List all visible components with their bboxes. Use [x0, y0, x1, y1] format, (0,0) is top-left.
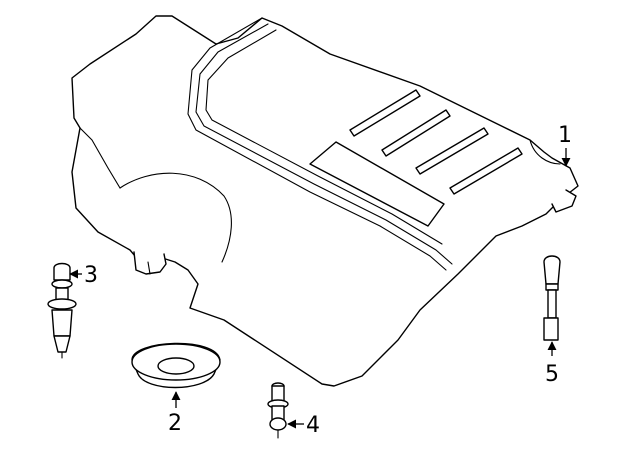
callout-2: 2 [168, 391, 182, 436]
callout-5: 5 [545, 341, 559, 387]
callout-1: 1 [558, 123, 572, 167]
bolt-part [543, 255, 561, 341]
callout-4-label: 4 [306, 413, 320, 438]
callout-3-label: 3 [84, 263, 98, 288]
callout-1-label: 1 [558, 123, 572, 148]
engine-cover-part [71, 15, 579, 387]
callout-2-label: 2 [168, 411, 182, 436]
callout-4: 4 [287, 413, 320, 438]
stud-part [267, 382, 289, 439]
callout-5-label: 5 [545, 362, 559, 387]
clip-fastener-part [47, 262, 77, 359]
callout-3: 3 [69, 263, 98, 288]
grommet-part [131, 342, 221, 389]
